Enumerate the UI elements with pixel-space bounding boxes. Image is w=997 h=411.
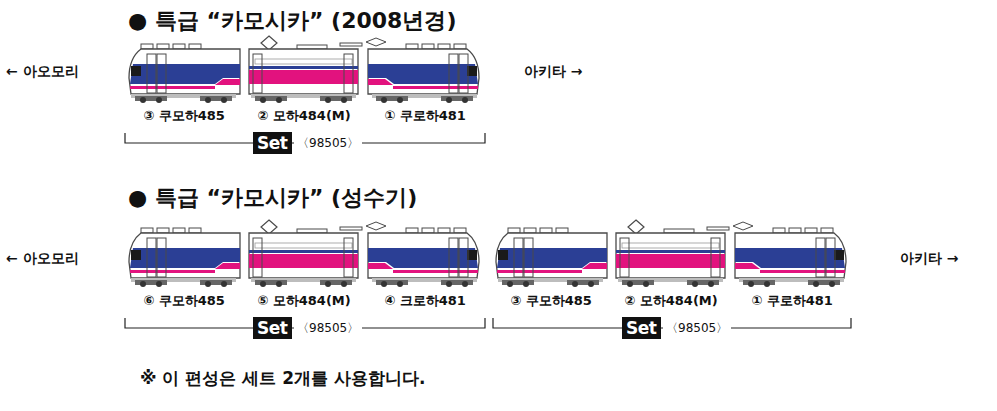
car-label: ③ 쿠모하485 xyxy=(143,108,225,124)
direction-label: ← 아오모리 xyxy=(6,63,79,80)
set-number: 〈98505〉 xyxy=(294,136,362,150)
car-label: ④ 크로하481 xyxy=(384,293,466,309)
section-heading: ● 특급 “카모시카” (2008년경) xyxy=(128,8,456,34)
note-text: ※ 이 편성은 세트 2개를 사용합니다. xyxy=(140,368,425,388)
car-label: ③ 쿠모하485 xyxy=(510,293,592,309)
train-car xyxy=(340,222,479,287)
section-heading: ● 특급 “카모시카” (성수기) xyxy=(128,185,417,211)
direction-label: 아키타 → xyxy=(524,63,583,80)
train-car xyxy=(340,38,479,103)
train-car xyxy=(129,44,240,103)
train-car xyxy=(129,228,240,287)
direction-label: ← 아오모리 xyxy=(6,250,79,267)
set-number: 〈98505〉 xyxy=(663,321,731,335)
set-badge: Set xyxy=(253,317,292,339)
train-car xyxy=(707,222,846,287)
set-number: 〈98505〉 xyxy=(294,321,362,335)
direction-label: 아키타 → xyxy=(900,250,959,267)
set-badge: Set xyxy=(253,132,292,154)
car-label: ⑤ 모하484(M) xyxy=(257,293,351,309)
car-label: ① 쿠로하481 xyxy=(384,108,466,124)
set-text: Set xyxy=(626,317,657,339)
set-text: Set xyxy=(257,132,288,154)
train-car xyxy=(496,228,607,287)
car-label: ② 모하484(M) xyxy=(257,108,351,124)
set-text: Set xyxy=(257,317,288,339)
car-label: ② 모하484(M) xyxy=(624,293,718,309)
set-badge: Set xyxy=(622,317,661,339)
car-label: ⑥ 쿠모하485 xyxy=(143,293,225,309)
car-label: ① 쿠로하481 xyxy=(751,293,833,309)
